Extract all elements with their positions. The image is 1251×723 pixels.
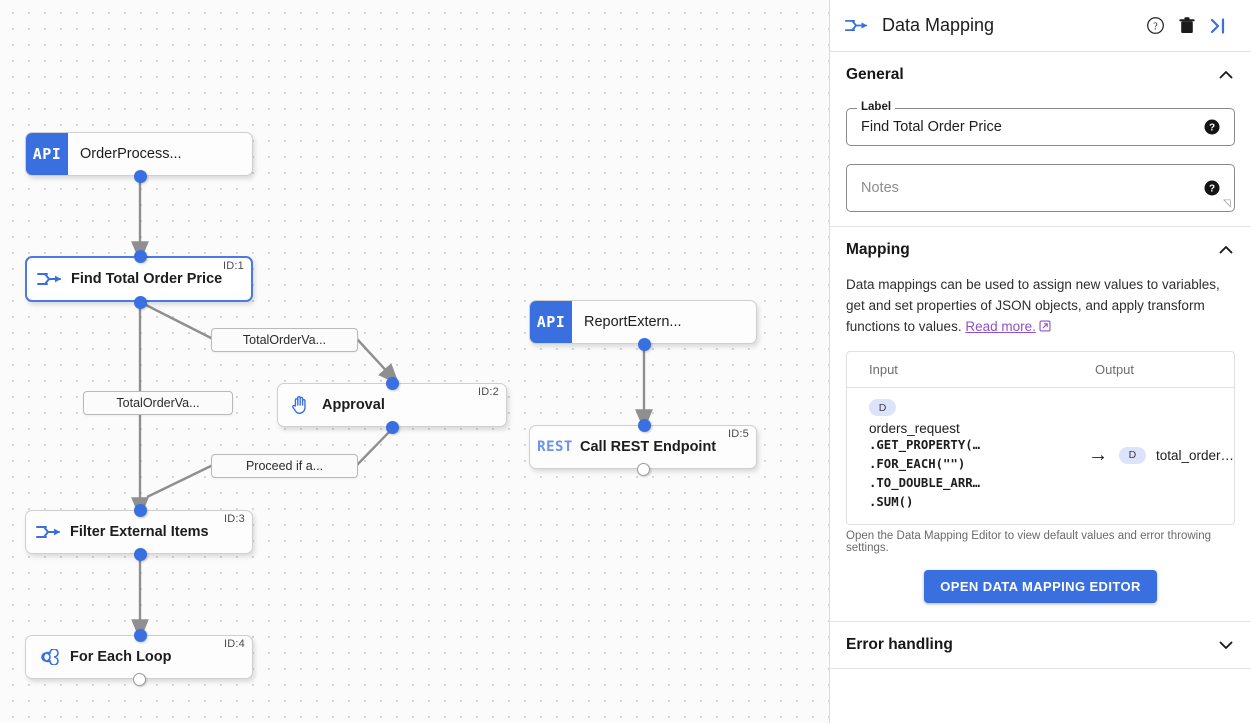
api-badge: API — [26, 133, 68, 175]
edge-label-total-order-value-2[interactable]: TotalOrderVa... — [83, 391, 233, 415]
rest-badge: REST — [537, 439, 573, 455]
mapping-table-header: Input Output — [847, 352, 1234, 388]
panel-header: Data Mapping ? — [830, 0, 1251, 52]
section-error-handling-header[interactable]: Error handling — [846, 622, 1235, 668]
input-expression-line: .GET_PROPERTY(… — [869, 438, 981, 453]
api-badge: API — [530, 301, 572, 343]
node-label: Approval — [322, 397, 385, 413]
chevron-down-icon[interactable] — [1217, 636, 1235, 654]
node-order-process[interactable]: API OrderProcess... — [25, 132, 253, 176]
panel-title: Data Mapping — [882, 15, 995, 35]
node-label: For Each Loop — [70, 649, 172, 665]
output-variable-name: total_order… — [1155, 447, 1234, 463]
help-icon[interactable]: ? — [1139, 10, 1171, 42]
section-mapping: Mapping Data mappings can be used to ass… — [830, 227, 1251, 621]
node-id-tag: ID:3 — [224, 513, 245, 525]
node-id-tag: ID:2 — [478, 386, 499, 398]
help-icon[interactable]: ? — [1204, 119, 1220, 135]
svg-text:?: ? — [1153, 21, 1158, 32]
label-field-legend: Label — [857, 101, 896, 113]
section-general-header[interactable]: General — [846, 52, 1235, 98]
section-title: General — [846, 66, 904, 83]
node-label: ReportExtern... — [584, 314, 682, 330]
node-output-port[interactable] — [134, 296, 147, 309]
divider — [830, 226, 1251, 227]
notes-placeholder: Notes — [861, 180, 899, 196]
section-title: Mapping — [846, 241, 910, 258]
svg-text:?: ? — [1209, 123, 1215, 134]
loop-icon — [26, 649, 70, 665]
node-filter-external-items[interactable]: ID:3 Filter External Items — [25, 510, 253, 554]
divider — [830, 621, 1251, 623]
node-id-tag: ID:5 — [728, 428, 749, 440]
node-output-port[interactable] — [134, 548, 147, 561]
node-output-port[interactable] — [133, 673, 146, 686]
column-header-output: Output — [1095, 361, 1135, 377]
input-expression-line: .SUM() — [869, 495, 914, 510]
help-icon[interactable]: ? — [1204, 180, 1220, 196]
section-title: Error handling — [846, 636, 953, 654]
input-type-chip: D — [869, 399, 896, 417]
node-output-port[interactable] — [134, 170, 147, 183]
section-mapping-header[interactable]: Mapping — [846, 227, 1235, 273]
node-output-port[interactable] — [386, 421, 399, 434]
read-more-link[interactable]: Read more. — [965, 318, 1036, 334]
divider — [830, 668, 1251, 670]
mapping-input: D orders_request .GET_PROPERTY(… .FOR_EA… — [847, 398, 1077, 513]
chevron-up-icon[interactable] — [1217, 66, 1235, 84]
data-mapping-icon — [844, 18, 874, 33]
input-expression-line: .FOR_EACH("") — [869, 457, 966, 472]
node-output-port[interactable] — [637, 463, 650, 476]
label-field[interactable]: Label Find Total Order Price ? — [846, 101, 1235, 146]
section-error-handling: Error handling — [830, 622, 1251, 668]
node-input-port[interactable] — [134, 629, 147, 642]
edge-label-proceed-if-approved[interactable]: Proceed if a... — [211, 454, 358, 478]
svg-text:?: ? — [1209, 184, 1215, 195]
node-report-external[interactable]: API ReportExtern... — [529, 300, 757, 344]
notes-field[interactable]: Notes ? ◸ — [846, 164, 1235, 212]
mapping-description: Data mappings can be used to assign new … — [846, 273, 1235, 351]
mapping-arrow-icon: → — [1088, 443, 1109, 466]
mapping-table: Input Output D orders_request .GET_PROPE… — [846, 350, 1235, 526]
section-general: General Label Find Total Order Price ? N… — [830, 52, 1251, 226]
node-input-port[interactable] — [638, 419, 651, 432]
trash-icon[interactable] — [1171, 10, 1203, 42]
input-expression-line: .TO_DOUBLE_ARR… — [869, 476, 981, 491]
column-header-input: Input — [869, 361, 898, 377]
node-label: Find Total Order Price — [71, 271, 223, 287]
node-id-tag: ID:1 — [223, 260, 244, 272]
mapping-description-text: Data mappings can be used to assign new … — [846, 277, 1220, 334]
mapping-output: D total_order… — [1118, 446, 1234, 464]
data-mapping-icon — [27, 271, 71, 287]
node-label: Call REST Endpoint — [580, 439, 717, 455]
node-input-port[interactable] — [386, 377, 399, 390]
chevron-up-icon[interactable] — [1217, 241, 1235, 259]
output-type-chip: D — [1118, 446, 1146, 464]
open-data-mapping-editor-button[interactable]: OPEN DATA MAPPING EDITOR — [924, 570, 1157, 604]
node-id-tag: ID:4 — [224, 638, 245, 650]
hand-icon — [278, 394, 322, 416]
node-label: OrderProcess... — [80, 146, 182, 162]
data-mapping-icon — [26, 524, 70, 540]
edge-label-total-order-value-1[interactable]: TotalOrderVa... — [211, 328, 358, 352]
mapping-hint: Open the Data Mapping Editor to view def… — [846, 530, 1212, 555]
mapping-row[interactable]: D orders_request .GET_PROPERTY(… .FOR_EA… — [847, 388, 1234, 525]
label-field-value: Find Total Order Price — [861, 119, 1002, 135]
node-input-port[interactable] — [134, 504, 147, 517]
external-link-icon[interactable] — [1039, 318, 1051, 339]
edge-connections — [131, 176, 653, 641]
node-input-port[interactable] — [134, 250, 147, 263]
resize-handle[interactable]: ◸ — [1223, 198, 1231, 209]
properties-panel: Data Mapping ? — [830, 0, 1251, 723]
flow-canvas[interactable]: API OrderProcess... ID:1 Find Total Orde… — [0, 0, 830, 723]
input-variable-name: orders_request — [869, 421, 960, 437]
node-output-port[interactable] — [638, 338, 651, 351]
collapse-panel-icon[interactable] — [1203, 10, 1235, 42]
node-label: Filter External Items — [70, 524, 209, 540]
